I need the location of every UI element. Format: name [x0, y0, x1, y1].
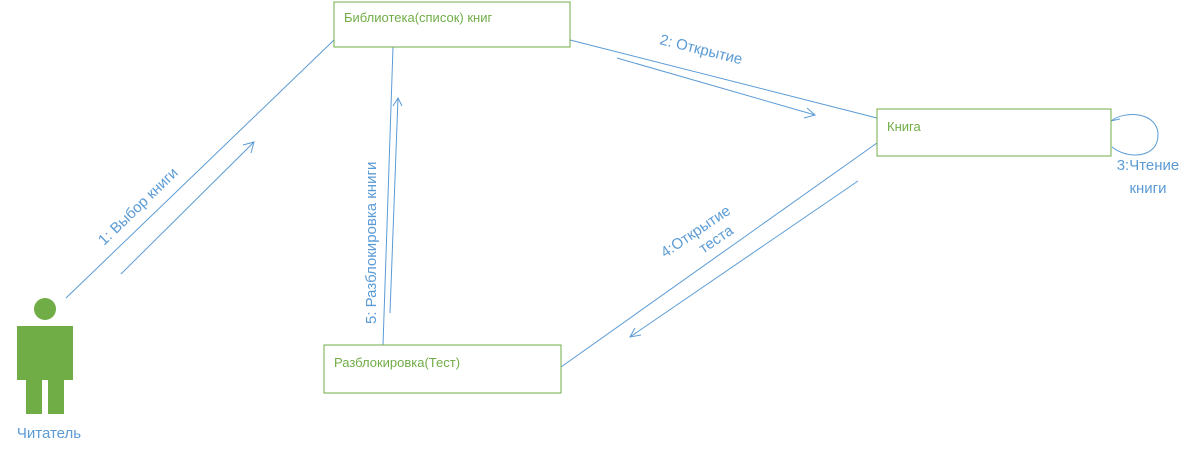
- actor-reader[interactable]: Читатель: [17, 298, 81, 442]
- message-label-read-line1: 3:Чтение: [1117, 157, 1180, 174]
- connector-library-unlock: [382, 46, 394, 346]
- message-label-select-book: 1: Выбор книги: [95, 164, 182, 248]
- object-unlock-test-label: Разблокировка(Тест): [334, 355, 460, 370]
- object-library-label: Библиотека(список) книг: [344, 10, 492, 25]
- object-book[interactable]: Книга: [876, 108, 1112, 157]
- message-label-read-line2: книги: [1129, 180, 1166, 197]
- connector-library-book: [569, 39, 878, 119]
- message-label-unlock-book: 5: Разблокировка книги: [363, 162, 380, 324]
- actor-head: [34, 298, 56, 320]
- message-label-open: 2: Открытие: [658, 31, 744, 68]
- actor-body: [17, 326, 73, 414]
- connector-reader-library: [65, 39, 335, 299]
- object-library[interactable]: Библиотека(список) книг: [333, 1, 571, 48]
- object-unlock-test[interactable]: Разблокировка(Тест): [323, 344, 562, 394]
- object-book-label: Книга: [887, 119, 921, 134]
- message-label-open-test: 4:Открытие теста: [658, 202, 737, 261]
- arrow-open-book: [616, 57, 817, 119]
- connector-unlock-book: [560, 142, 878, 368]
- arrow-select-book: [120, 141, 255, 275]
- arrow-open-test: [629, 180, 859, 338]
- actor-label: Читатель: [17, 425, 81, 442]
- arrow-unlock-book: [389, 96, 403, 314]
- connector-book-self: [1110, 114, 1159, 156]
